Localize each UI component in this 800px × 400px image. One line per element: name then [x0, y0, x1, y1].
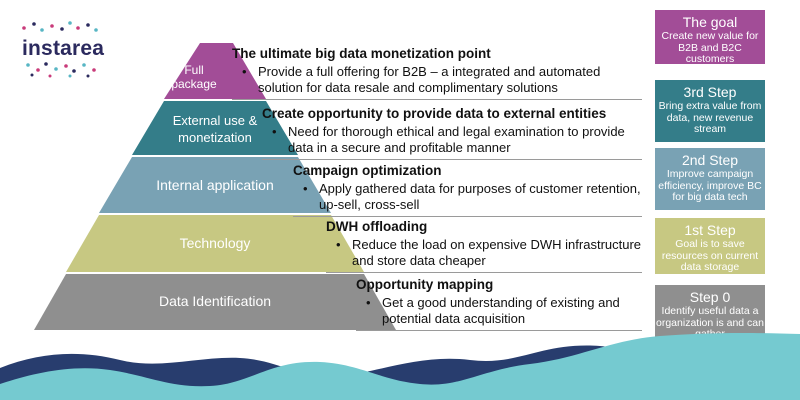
desc-opportunity-mapping: Opportunity mapping • Get a good underst… — [356, 277, 642, 331]
bullet-icon: • — [272, 124, 277, 139]
divider — [262, 159, 642, 160]
desc-text: Reduce the load on expensive DWH infrast… — [352, 237, 642, 268]
tier-label-technology: Technology — [179, 235, 251, 251]
desc-body: • Get a good understanding of existing a… — [356, 295, 642, 327]
desc-body: • Provide a full offering for B2B – a in… — [232, 64, 642, 96]
tier-label-external-use: External use & monetization — [172, 113, 258, 145]
divider — [356, 330, 642, 331]
step-title: 3rd Step — [683, 84, 737, 100]
wave-decoration — [0, 332, 800, 400]
step-box-3rd-step: 3rd Step Bring extra value from data, ne… — [655, 80, 765, 142]
tier-label-full-package: Full package — [171, 63, 217, 91]
bullet-icon: • — [336, 237, 341, 252]
desc-text: Need for thorough ethical and legal exam… — [288, 124, 625, 155]
desc-text: Provide a full offering for B2B – a inte… — [258, 64, 601, 95]
desc-title: The ultimate big data monetization point — [232, 46, 491, 61]
desc-title: Create opportunity to provide data to ex… — [262, 106, 607, 121]
step-box-goal: The goal Create new value for B2B and B2… — [655, 10, 765, 65]
desc-ultimate-monetization: The ultimate big data monetization point… — [232, 46, 642, 100]
step-box-1st-step: 1st Step Goal is to save resources on cu… — [655, 218, 765, 274]
step-title: 2nd Step — [681, 152, 739, 168]
divider — [326, 272, 642, 273]
desc-body: • Need for thorough ethical and legal ex… — [262, 124, 642, 156]
pyramid-tier-3 — [99, 157, 331, 213]
step-desc: Improve campaign efficiency, improve BC … — [658, 168, 762, 203]
step-title: 1st Step — [684, 222, 736, 238]
pyramid-tier-2 — [132, 101, 298, 155]
logo-dots-icon — [22, 21, 98, 78]
step-box-2nd-step: 2nd Step Improve campaign efficiency, im… — [655, 148, 765, 210]
divider — [293, 216, 642, 217]
step-title: The goal — [682, 14, 738, 30]
bullet-icon: • — [242, 64, 247, 79]
tier-label-internal-application: Internal application — [156, 177, 274, 193]
desc-title: DWH offloading — [326, 219, 428, 234]
desc-body: • Apply gathered data for purposes of cu… — [293, 181, 642, 213]
desc-external-opportunity: Create opportunity to provide data to ex… — [262, 106, 642, 160]
logo-text: instarea — [22, 37, 105, 60]
desc-text: Get a good understanding of existing and… — [382, 295, 620, 326]
desc-dwh-offloading: DWH offloading • Reduce the load on expe… — [326, 219, 642, 273]
desc-title: Campaign optimization — [293, 163, 442, 178]
wave-light — [0, 332, 800, 400]
bullet-icon: • — [303, 181, 308, 196]
desc-campaign-optimization: Campaign optimization • Apply gathered d… — [293, 163, 642, 217]
bullet-icon: • — [366, 295, 371, 310]
pyramid-tier-1 — [164, 43, 266, 99]
desc-text: Apply gathered data for purposes of cust… — [319, 181, 641, 212]
desc-title: Opportunity mapping — [356, 277, 494, 292]
step-desc: Bring extra value from data, new revenue… — [658, 100, 762, 135]
step-desc: Create new value for B2B and B2C custome… — [661, 30, 759, 65]
desc-body: • Reduce the load on expensive DWH infra… — [326, 237, 642, 269]
step-desc: Goal is to save resources on current dat… — [661, 238, 759, 273]
pyramid-tier-5 — [34, 274, 396, 330]
step-title: Step 0 — [689, 289, 731, 305]
divider — [232, 99, 642, 100]
tier-label-data-identification: Data Identification — [158, 293, 272, 309]
pyramid-tier-4 — [66, 215, 364, 272]
